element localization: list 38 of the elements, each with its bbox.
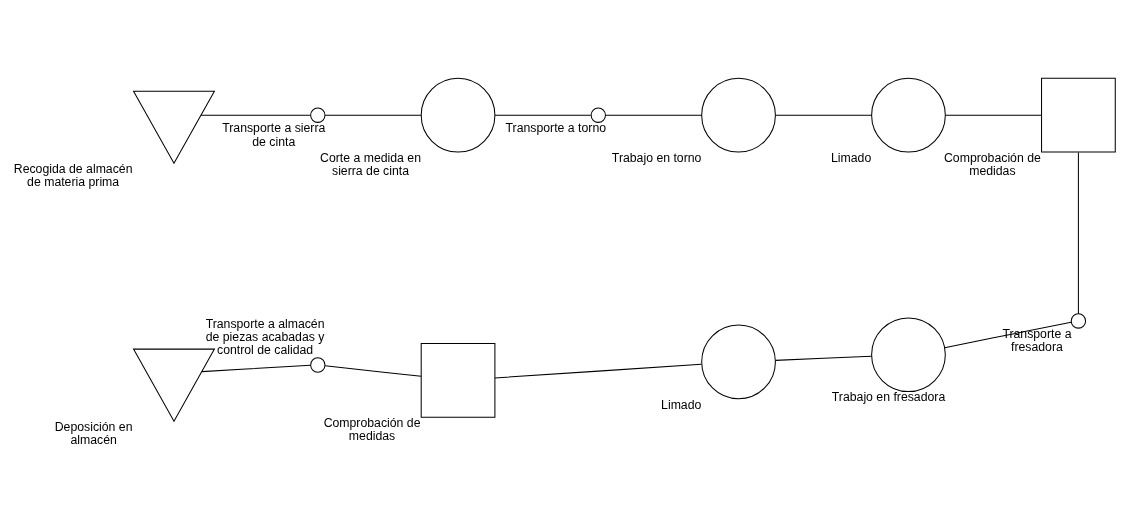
node-label: Limado <box>661 397 702 412</box>
connector <box>494 114 592 116</box>
node-label: Trabajo en torno <box>611 150 702 165</box>
node-circle <box>420 77 496 153</box>
node-label: Transporte a fresadora <box>1002 326 1072 355</box>
node-box <box>420 343 496 418</box>
node-circle <box>1070 313 1087 329</box>
node-label: Corte a medida en sierra de cinta <box>320 150 421 179</box>
connector <box>775 114 872 116</box>
connector <box>200 114 311 116</box>
connector <box>944 321 1072 349</box>
connector <box>324 365 422 377</box>
node-triangle <box>132 348 216 423</box>
node-circle <box>701 324 776 400</box>
node-circle <box>590 107 606 123</box>
connector <box>494 363 702 379</box>
connector <box>605 114 703 116</box>
connector <box>201 364 312 373</box>
node-label: Recogida de almacén de materia prima <box>13 162 133 190</box>
node-label: Comprobación de medidas <box>944 150 1041 179</box>
node-circle <box>310 357 326 373</box>
connector <box>1077 151 1079 315</box>
connector <box>324 114 422 116</box>
node-label: Limado <box>831 150 872 165</box>
node-label: Transporte a torno <box>505 121 607 136</box>
node-circle <box>701 77 776 153</box>
node-label: Comprobación de medidas <box>323 416 421 444</box>
node-box <box>1041 77 1116 153</box>
node-circle <box>871 77 946 153</box>
node-label: Transporte a sierra de cinta <box>222 121 326 149</box>
node-circle <box>310 107 326 123</box>
connector <box>775 355 872 361</box>
node-label: Deposición en almacén <box>54 420 133 448</box>
node-label: Trabajo en fresadora <box>831 390 946 405</box>
connector <box>945 114 1042 116</box>
node-label: Transporte a almacén de piezas acabadas y control de calidad <box>205 316 325 358</box>
node-triangle <box>132 90 216 165</box>
node-circle <box>871 317 946 393</box>
